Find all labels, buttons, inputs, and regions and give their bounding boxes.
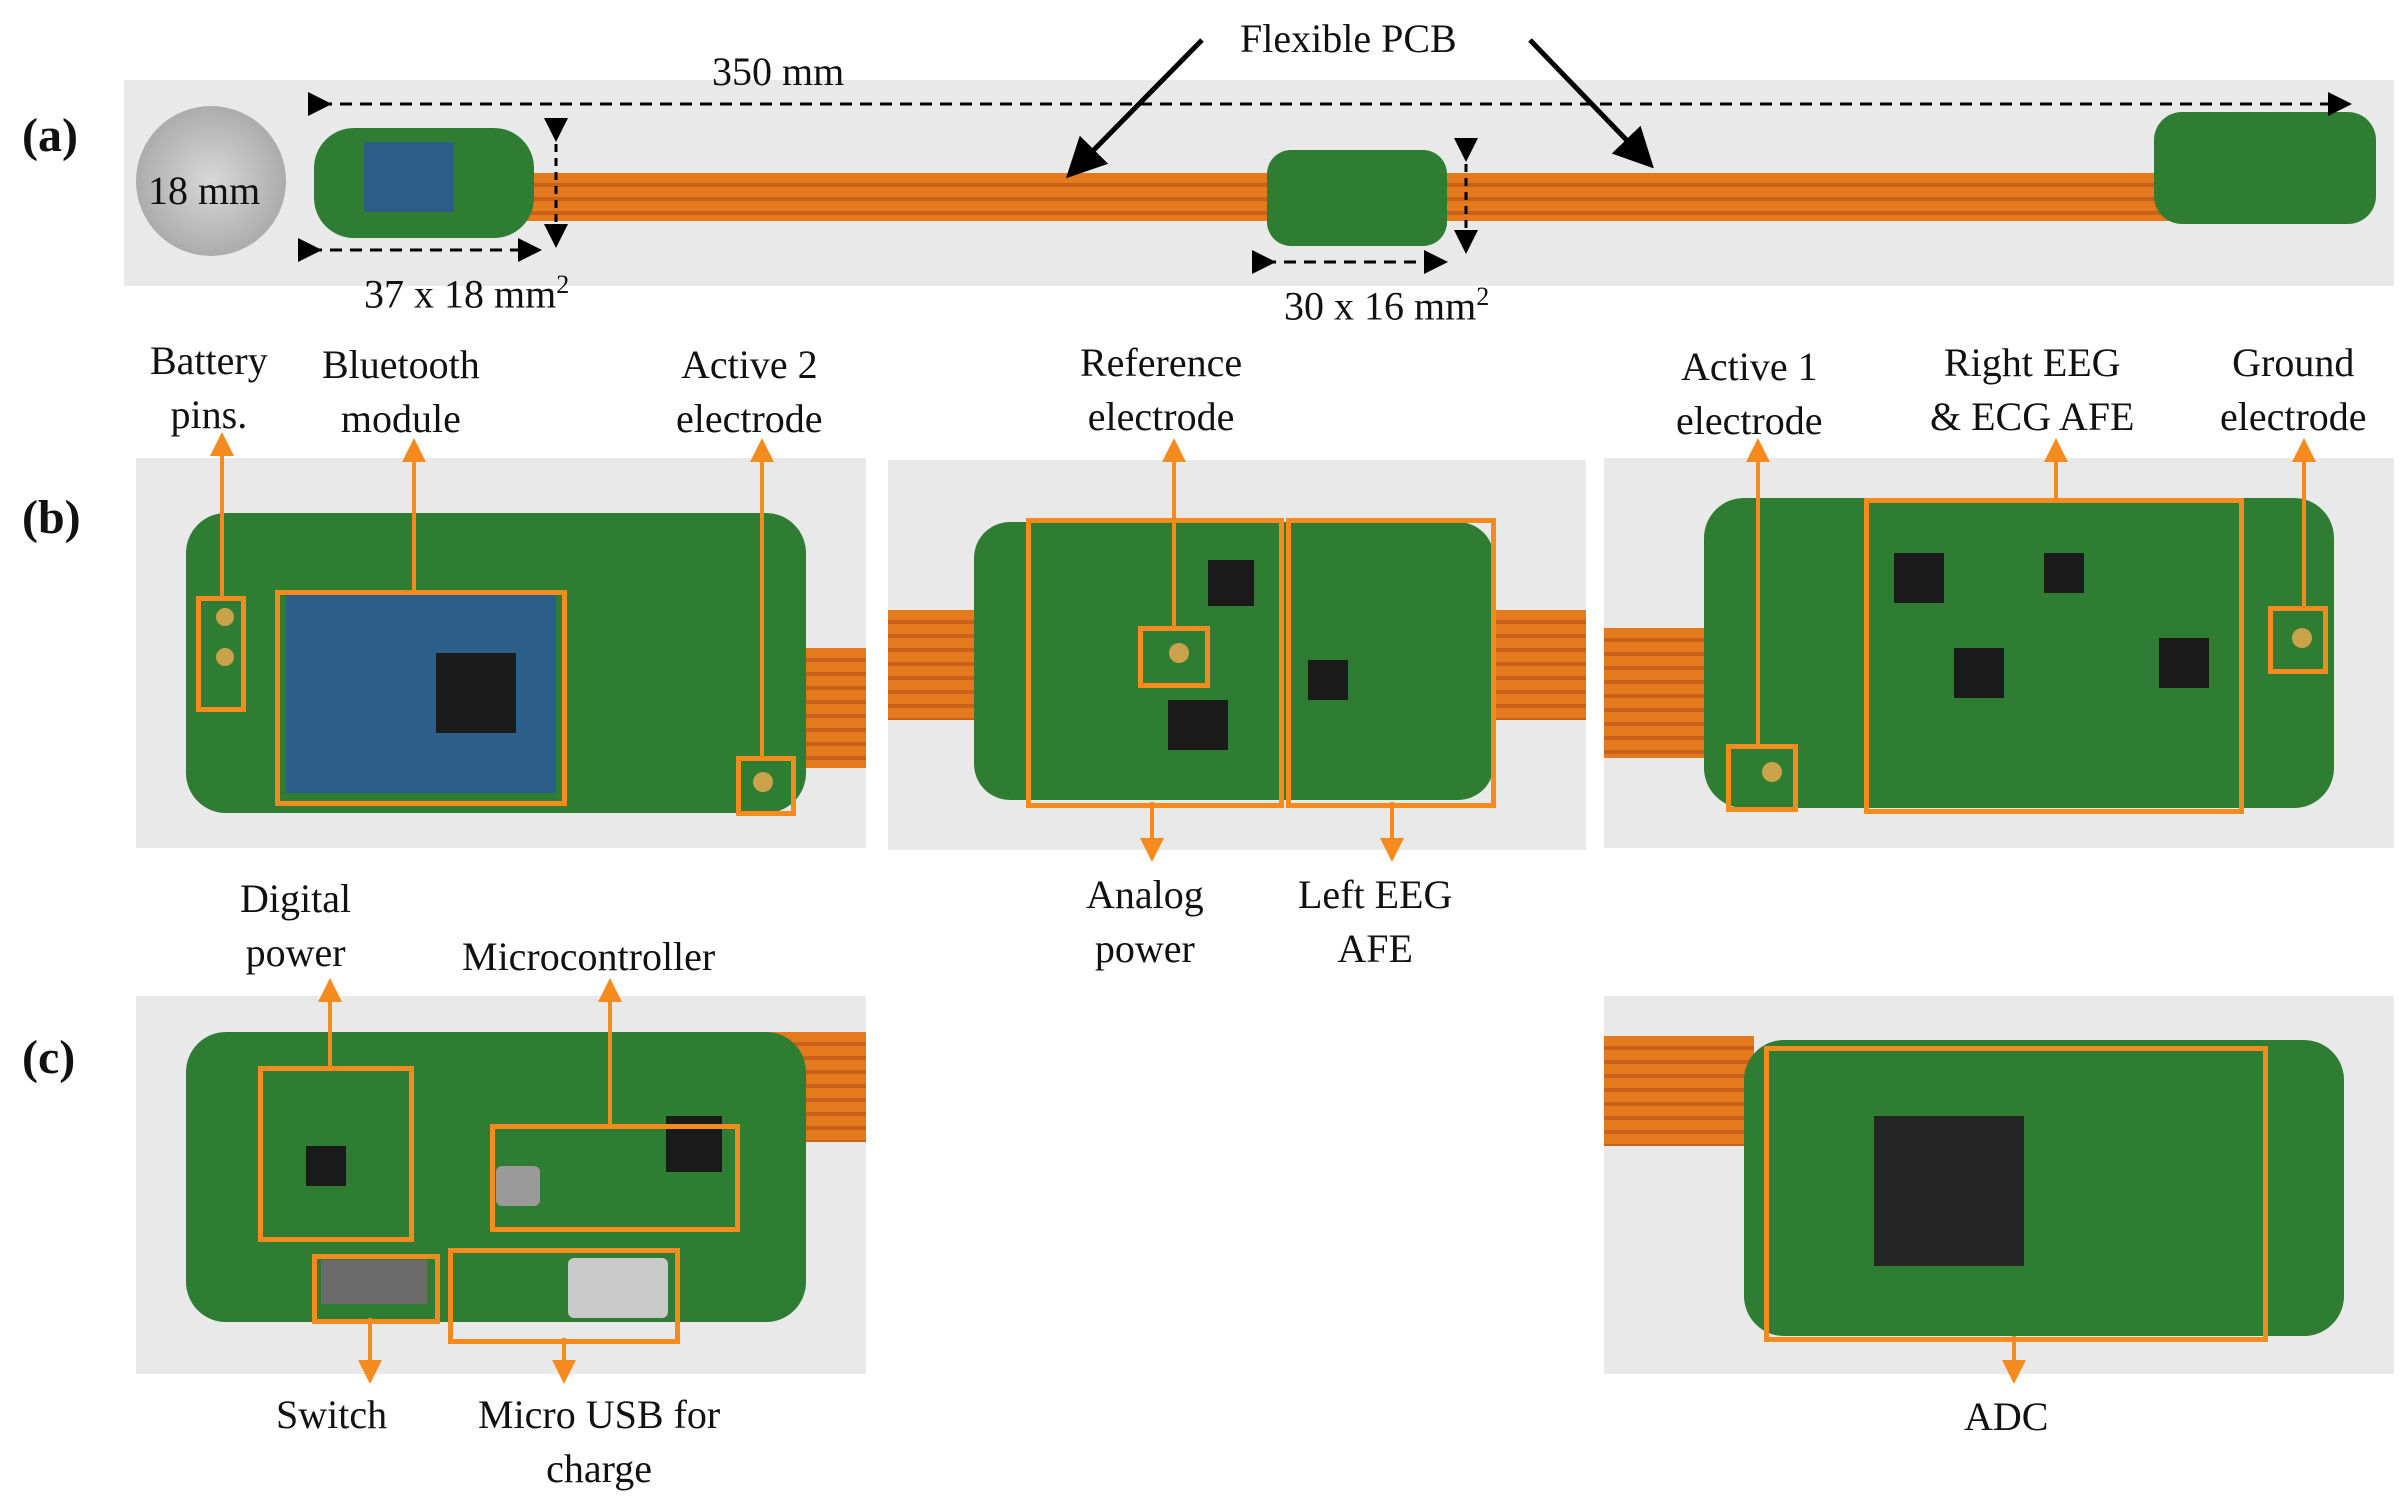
bluetooth-module-box: [275, 590, 567, 806]
flexible-pcb-label: Flexible PCB: [1240, 16, 1457, 61]
digital-power-box: [258, 1066, 414, 1242]
ground-line2: electrode: [2220, 394, 2367, 439]
dim-mid-label: 30 x 16 mm2: [1284, 270, 1489, 333]
bluetooth-module-small: [364, 142, 454, 212]
digital-power-line2: power: [245, 930, 346, 975]
active1-line2: electrode: [1676, 398, 1823, 443]
active2-label: Active 2 electrode: [676, 338, 823, 446]
reference-line1: Reference: [1080, 340, 1243, 385]
reference-label: Reference electrode: [1080, 336, 1242, 444]
left-eeg-line1: Left EEG: [1298, 872, 1453, 917]
ic-chip: [1208, 560, 1254, 606]
switch-label: Switch: [276, 1392, 388, 1437]
battery-pins-label: Battery pins.: [150, 334, 268, 442]
switch-part: [321, 1260, 427, 1304]
ground-label: Ground electrode: [2220, 336, 2367, 444]
active2-pad: [753, 772, 773, 792]
active2-line1: Active 2: [680, 342, 818, 387]
microcontroller-box: [490, 1124, 740, 1232]
analog-power-label: Analog power: [1086, 868, 1204, 976]
coin: [136, 106, 286, 256]
microcontroller-label: Microcontroller: [462, 934, 716, 979]
panel-c-right-photo: [1604, 996, 2394, 1374]
bluetooth-chip: [436, 653, 516, 733]
bluetooth-line2: module: [340, 396, 461, 441]
active1-line1: Active 1: [1680, 344, 1818, 389]
battery-pins-box: [196, 596, 246, 712]
dim-left-label: 37 x 18 mm2: [364, 258, 569, 321]
ground-line1: Ground: [2232, 340, 2355, 385]
active1-label: Active 1 electrode: [1676, 340, 1823, 448]
panel-c-left-photo: [136, 996, 866, 1374]
panel-label-a: (a): [22, 109, 78, 162]
battery-pad: [216, 648, 234, 666]
dim-left-text: 37 x 18 mm: [364, 271, 557, 317]
left-eeg-label: Left EEG AFE: [1298, 868, 1452, 976]
pcb-board: [1704, 498, 2334, 808]
left-eeg-line2: AFE: [1337, 926, 1413, 971]
adc-chip: [1874, 1116, 2024, 1266]
active1-pad: [1762, 762, 1782, 782]
panel-b-middle-photo: [888, 460, 1586, 850]
flex-arrow-right: [1528, 38, 1654, 169]
analog-power-line1: Analog: [1086, 872, 1204, 917]
panel-label-b: (b): [22, 491, 81, 544]
right-eeg-label: Right EEG & ECG AFE: [1930, 336, 2134, 444]
battery-pad: [216, 608, 234, 626]
flex-arrow-left: [1065, 38, 1204, 179]
right-eeg-line2: & ECG AFE: [1930, 394, 2135, 439]
ic-chip: [1168, 700, 1228, 750]
dim-mid-text: 30 x 16 mm: [1284, 283, 1477, 329]
length-label: 350 mm: [712, 49, 845, 94]
ic-chip: [1308, 660, 1348, 700]
ic-chip: [1894, 553, 1944, 603]
usb-line1: Micro USB for: [478, 1392, 721, 1437]
active2-electrode-box: [736, 756, 796, 816]
analog-power-line2: power: [1094, 926, 1195, 971]
right-eeg-afe-box: [1864, 498, 2244, 814]
pcb-right: [2154, 112, 2376, 224]
bluetooth-label: Bluetooth module: [322, 338, 480, 446]
usb-line2: charge: [546, 1446, 653, 1491]
dim-mid-sup: 2: [1476, 282, 1490, 311]
pcb-middle: [1267, 150, 1447, 246]
active1-electrode-box: [1726, 744, 1798, 812]
active2-line2: electrode: [676, 396, 823, 441]
digital-power-label: Digital power: [240, 872, 351, 980]
coin-size-label: 18 mm: [148, 168, 261, 213]
pcb-board: [1744, 1040, 2344, 1336]
right-eeg-line1: Right EEG: [1943, 340, 2121, 385]
ground-pad: [2292, 628, 2312, 648]
panel-b-left-photo: [136, 458, 866, 848]
adc-label: ADC: [1964, 1394, 2049, 1439]
battery-pins-line1: Battery: [150, 338, 268, 383]
ic-chip: [1954, 648, 2004, 698]
battery-pins-line2: pins.: [170, 392, 248, 437]
panel-label-c: (c): [22, 1031, 76, 1084]
digital-power-line1: Digital: [240, 876, 352, 921]
reference-line2: electrode: [1087, 394, 1235, 439]
panel-b-right-photo: [1604, 458, 2394, 848]
ground-electrode-box: [2268, 606, 2328, 674]
dim-left-sup: 2: [556, 270, 570, 299]
reference-electrode-box: [1138, 626, 1210, 688]
flex-cable: [1604, 1036, 1754, 1146]
bluetooth-line1: Bluetooth: [322, 342, 480, 387]
power-chip: [306, 1146, 346, 1186]
ic-chip: [2159, 638, 2209, 688]
ic-chip: [2044, 553, 2084, 593]
usb-port: [568, 1258, 668, 1318]
crystal: [496, 1166, 540, 1206]
reference-pad: [1169, 643, 1189, 663]
usb-label: Micro USB for charge: [478, 1388, 720, 1496]
analog-power-box: [1026, 518, 1284, 808]
switch-box: [312, 1254, 440, 1324]
